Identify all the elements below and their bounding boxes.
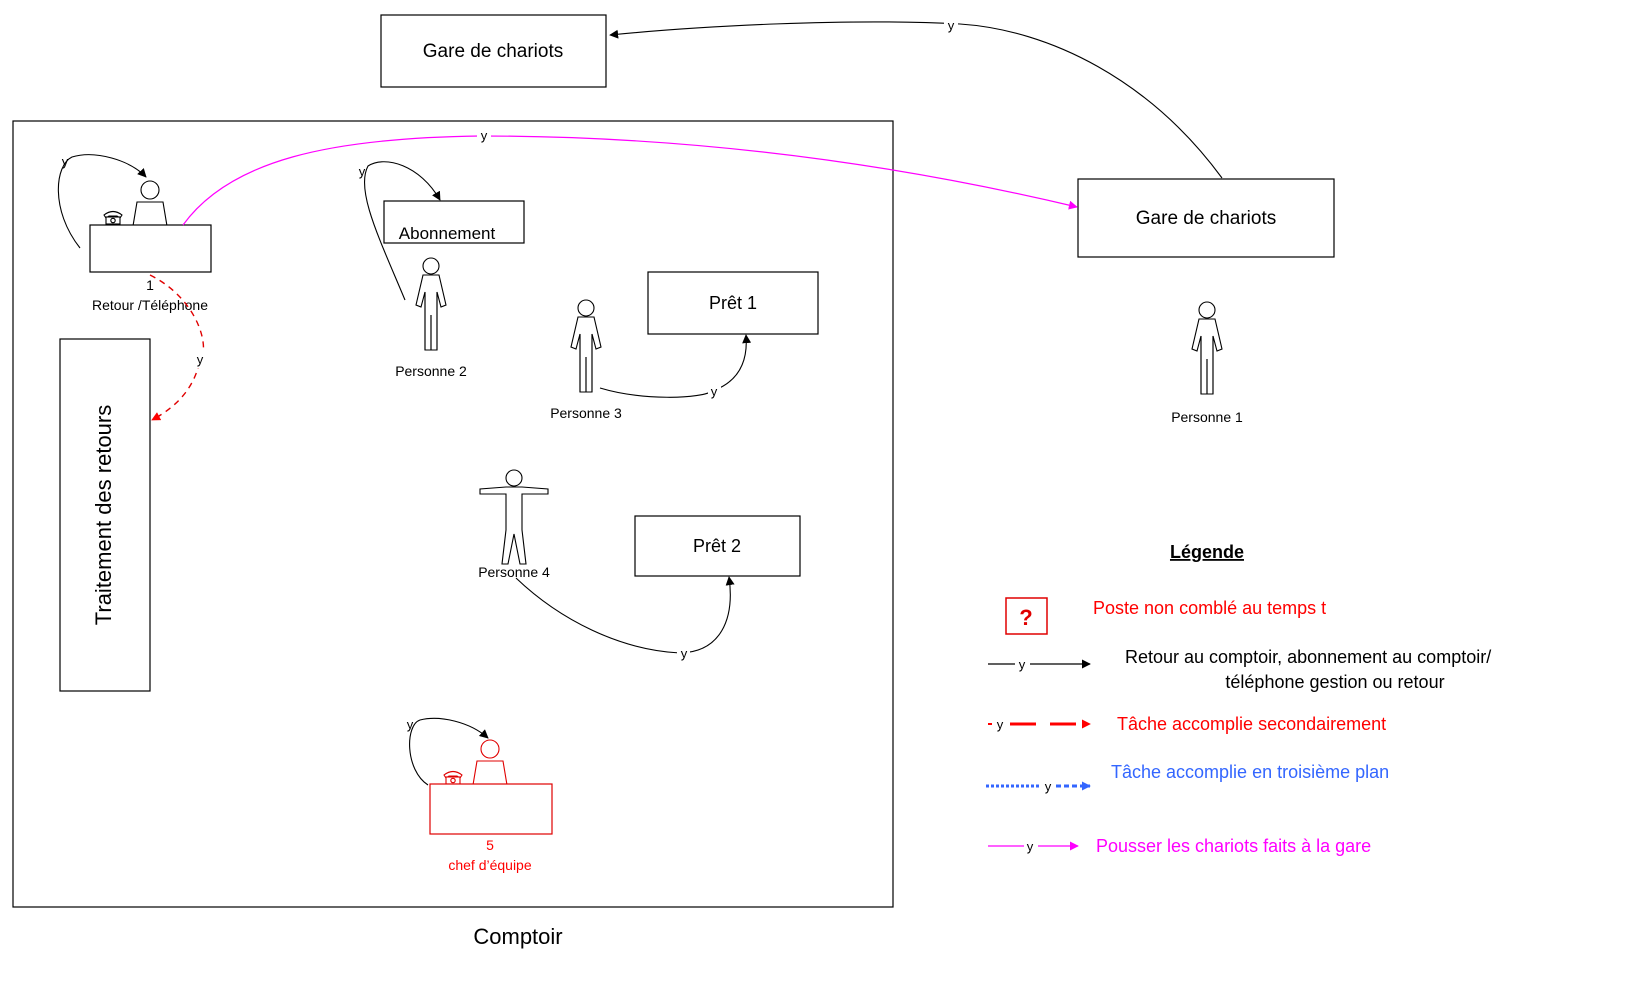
arrow-person4-loan2 xyxy=(515,576,735,654)
top-cart-station-label: Gare de chariots xyxy=(423,41,563,62)
arrow-label: y xyxy=(359,164,366,179)
label-mask xyxy=(477,126,491,142)
arrow-person2-subscription xyxy=(364,161,441,301)
desk-1-box xyxy=(89,224,212,273)
arrow-desk5-loop xyxy=(409,717,489,786)
legend-item-secondary: Tâche accomplie secondairement xyxy=(1117,714,1386,734)
arrow-label: y xyxy=(62,154,69,169)
legend: Légende ? Poste non comblé au temps t y … xyxy=(986,542,1491,856)
person-1-icon xyxy=(1191,301,1223,395)
arrow-label: y xyxy=(711,384,718,399)
loan-1-box xyxy=(647,271,819,335)
counter-label: Comptoir xyxy=(473,924,562,949)
arrow-label: y xyxy=(1045,779,1052,794)
arrow-label: y xyxy=(1019,657,1026,672)
desk-1-label: Retour /Téléphone xyxy=(92,297,208,313)
legend-item-unfilled: Poste non comblé au temps t xyxy=(1093,598,1326,618)
arrow-desk1-loop xyxy=(57,154,147,249)
subscription-box xyxy=(383,200,525,244)
returns-processing-label: Traitement des retours xyxy=(91,405,116,626)
arrow-label: y xyxy=(681,646,688,661)
label-mask xyxy=(944,16,958,32)
person-1-label: Personne 1 xyxy=(1171,409,1243,425)
loan-2-label: Prêt 2 xyxy=(693,536,741,556)
right-cart-station xyxy=(1077,178,1335,258)
legend-title: Légende xyxy=(1170,542,1244,562)
top-cart-station xyxy=(380,14,607,88)
arrow-label: y xyxy=(197,352,204,367)
arrow-push-carts xyxy=(182,135,1078,226)
legend-item-return-line2: téléphone gestion ou retour xyxy=(1225,672,1444,692)
desk-5 xyxy=(429,739,553,835)
arrow-label: y xyxy=(481,128,488,143)
legend-item-push-carts: Pousser les chariots faits à la gare xyxy=(1096,836,1371,856)
desk-1 xyxy=(89,180,212,273)
arrow-station-to-top-station xyxy=(609,21,1223,179)
person-at-desk-1-icon xyxy=(132,180,168,227)
desk-5-label: chef d’équipe xyxy=(448,857,532,873)
telephone-red-icon xyxy=(443,770,463,785)
arrow-secondary-task xyxy=(149,274,205,421)
desk-5-number: 5 xyxy=(486,837,494,853)
arrow-label: y xyxy=(407,717,414,732)
right-cart-station-label: Gare de chariots xyxy=(1136,208,1276,229)
person-3-label: Personne 3 xyxy=(550,405,622,421)
person-4-label: Personne 4 xyxy=(478,564,550,580)
question-mark: ? xyxy=(1019,605,1032,630)
arrow-label: y xyxy=(1027,839,1034,854)
label-mask xyxy=(194,350,206,368)
arrow-label: y xyxy=(997,717,1004,732)
label-mask xyxy=(708,382,721,398)
legend-item-return-line1: Retour au comptoir, abonnement au compto… xyxy=(1125,647,1491,667)
returns-processing-box xyxy=(59,338,151,692)
unfilled-post-icon xyxy=(1005,597,1048,635)
arrow-label: y xyxy=(948,18,955,33)
telephone-icon xyxy=(103,210,123,225)
subscription-label: Abonnement xyxy=(399,224,496,243)
desk-1-number: 1 xyxy=(146,277,154,293)
desk-5-box xyxy=(429,783,553,835)
person-2-label: Personne 2 xyxy=(395,363,467,379)
loan-2-box xyxy=(634,515,801,577)
label-mask xyxy=(677,644,690,660)
legend-item-tertiary: Tâche accomplie en troisième plan xyxy=(1111,762,1389,782)
loan-1-label: Prêt 1 xyxy=(709,293,757,313)
